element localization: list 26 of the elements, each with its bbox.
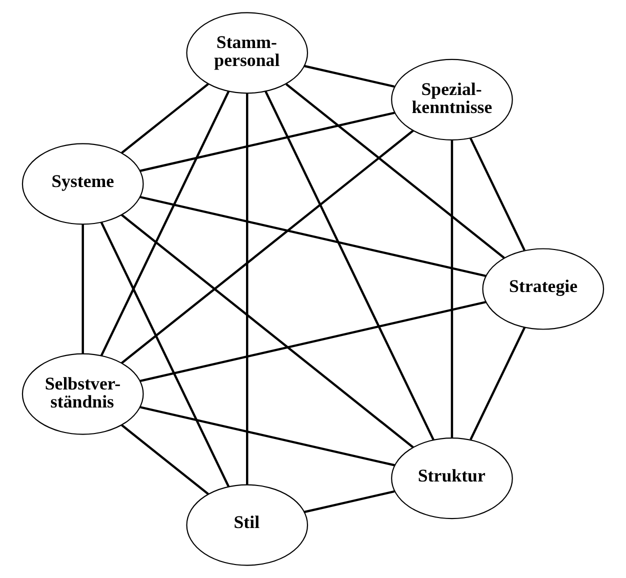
node-ellipse: Strategie <box>482 248 604 330</box>
node-ellipse: Stil <box>186 484 308 566</box>
connector <box>140 301 486 382</box>
connector <box>82 224 84 354</box>
connector <box>469 138 526 251</box>
connector <box>264 90 434 440</box>
node-ellipse: Stamm- personal <box>186 12 308 94</box>
connector <box>304 64 395 88</box>
connector <box>121 424 209 495</box>
connector <box>140 196 486 277</box>
connector <box>286 83 505 259</box>
connector <box>100 222 230 488</box>
connector <box>246 93 248 485</box>
connector <box>470 326 526 440</box>
node-ellipse: Selbstver- ständnis <box>22 353 144 435</box>
connector <box>120 130 414 364</box>
connector <box>140 406 395 466</box>
node-ellipse: Systeme <box>22 143 144 225</box>
connector <box>450 140 454 438</box>
connector <box>304 490 395 514</box>
node-ellipse: Struktur <box>391 438 513 520</box>
node-ellipse: Spezial- kenntnisse <box>391 58 513 140</box>
connector <box>140 112 395 172</box>
connector <box>121 83 209 154</box>
connector <box>100 90 230 356</box>
connector <box>120 214 414 448</box>
